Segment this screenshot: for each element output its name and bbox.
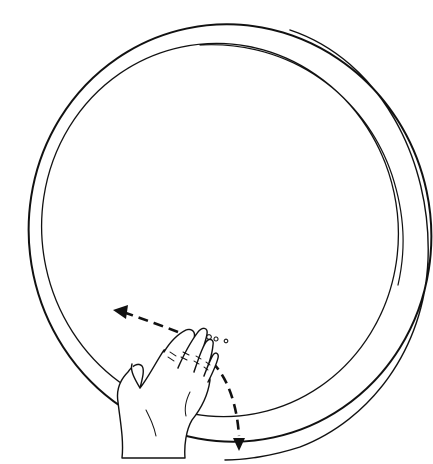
mirror-glass (7, 10, 433, 450)
arrow-down-icon (212, 362, 245, 451)
touch-point (214, 337, 218, 341)
swipe-left-path (126, 313, 178, 332)
swipe-left-arrowhead (113, 305, 128, 319)
swipe-down-arrowhead (233, 438, 245, 451)
mirror-inner-bevel (200, 45, 403, 285)
swipe-down-path (212, 362, 239, 436)
arrow-left-icon (113, 305, 178, 332)
touch-point (224, 339, 228, 343)
